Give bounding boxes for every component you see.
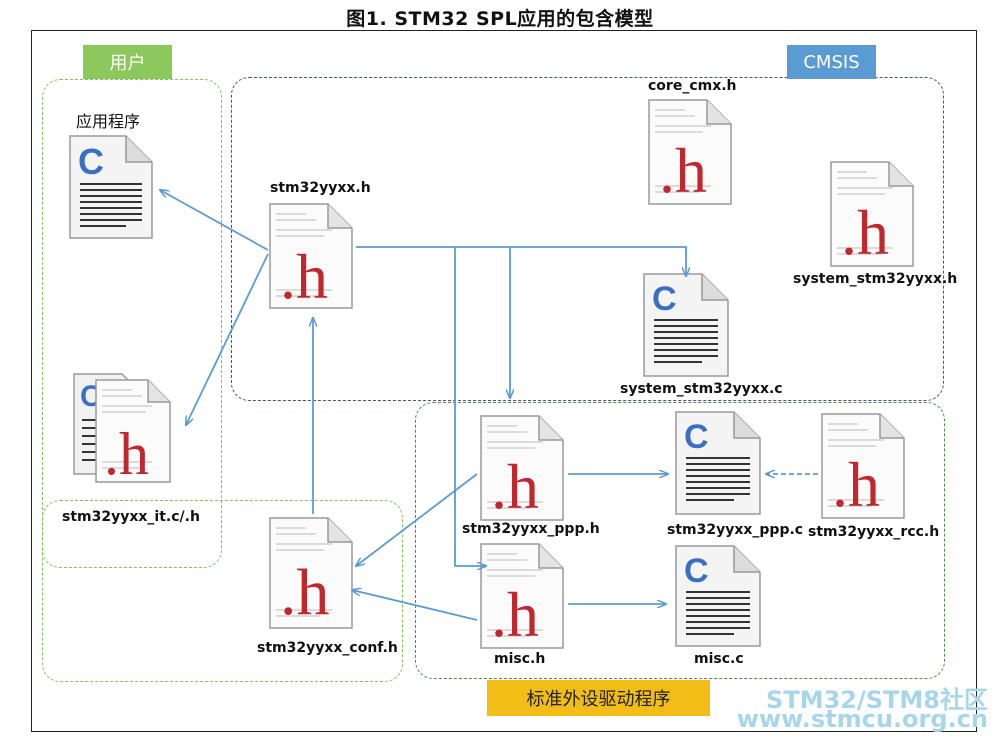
arrow-main-to-it xyxy=(186,253,269,425)
ppp-c-file-icon: C xyxy=(675,411,761,515)
cmsis-region xyxy=(231,77,944,401)
it-label: stm32yyxx_it.c/.h xyxy=(62,509,200,525)
app-c-file-icon: C xyxy=(69,135,153,239)
misc-h-file-icon: .h xyxy=(480,543,564,650)
c-glyph: C xyxy=(652,280,677,318)
h-glyph: .h xyxy=(832,449,880,520)
h-glyph: .h xyxy=(491,451,539,522)
h-glyph: .h xyxy=(280,556,330,629)
arrow-main-to-app xyxy=(160,190,269,251)
user-region xyxy=(42,79,222,568)
core-h-file-icon: .h xyxy=(648,99,732,206)
system-c-label: system_stm32yyxx.c xyxy=(620,381,783,397)
watermark-line2: www.stmcu.org.cn xyxy=(736,705,988,733)
arrow-main-to-system-c xyxy=(356,246,686,276)
arrow-misc-h-to-conf xyxy=(352,590,478,621)
h-glyph: .h xyxy=(280,241,328,312)
arrow-main-to-misc-h xyxy=(454,247,486,566)
ppp-h-label: stm32yyxx_ppp.h xyxy=(462,521,600,537)
arrow-ppp-h-to-conf xyxy=(356,473,478,566)
ppp-h-file-icon: .h xyxy=(480,415,564,522)
misc-c-label: misc.c xyxy=(694,651,744,667)
system-h-file-icon: .h xyxy=(830,161,914,268)
main-h-file-icon: .h xyxy=(269,203,353,312)
rcc-h-label: stm32yyxx_rcc.h xyxy=(808,524,940,540)
driver-region xyxy=(415,402,945,679)
conf-h-label: stm32yyxx_conf.h xyxy=(257,640,398,656)
misc-h-label: misc.h xyxy=(494,651,546,667)
user-tag: 用户 xyxy=(83,45,172,79)
core-label: core_cmx.h xyxy=(648,78,737,94)
misc-c-file-icon: C xyxy=(675,545,761,647)
ppp-c-label: stm32yyxx_ppp.c xyxy=(667,522,804,538)
c-glyph: C xyxy=(684,418,709,456)
h-glyph: .h xyxy=(491,579,539,650)
app-label: 应用程序 xyxy=(76,112,141,131)
main-h-label: stm32yyxx.h xyxy=(270,180,371,196)
figure-title: 图1. STM32 SPL应用的包含模型 xyxy=(346,8,654,30)
figure-frame xyxy=(31,30,977,732)
cmsis-tag: CMSIS xyxy=(787,45,876,79)
c-glyph: C xyxy=(684,552,709,590)
it-h-file-icon: .h xyxy=(95,379,171,486)
rcc-h-file-icon: .h xyxy=(821,413,905,520)
h-glyph: .h xyxy=(104,421,149,486)
driver-tag: 标准外设驱动程序 xyxy=(487,680,710,716)
system-c-file-icon: C xyxy=(643,273,729,377)
watermark-line1: STM32/STM8社区 xyxy=(766,686,988,714)
c-glyph: C xyxy=(78,141,104,182)
h-glyph: .h xyxy=(659,135,707,206)
config-region xyxy=(42,500,403,682)
conf-h-file-icon: .h xyxy=(269,517,353,629)
h-glyph: .h xyxy=(841,197,889,268)
system-h-label: system_stm32yyxx.h xyxy=(793,271,958,287)
